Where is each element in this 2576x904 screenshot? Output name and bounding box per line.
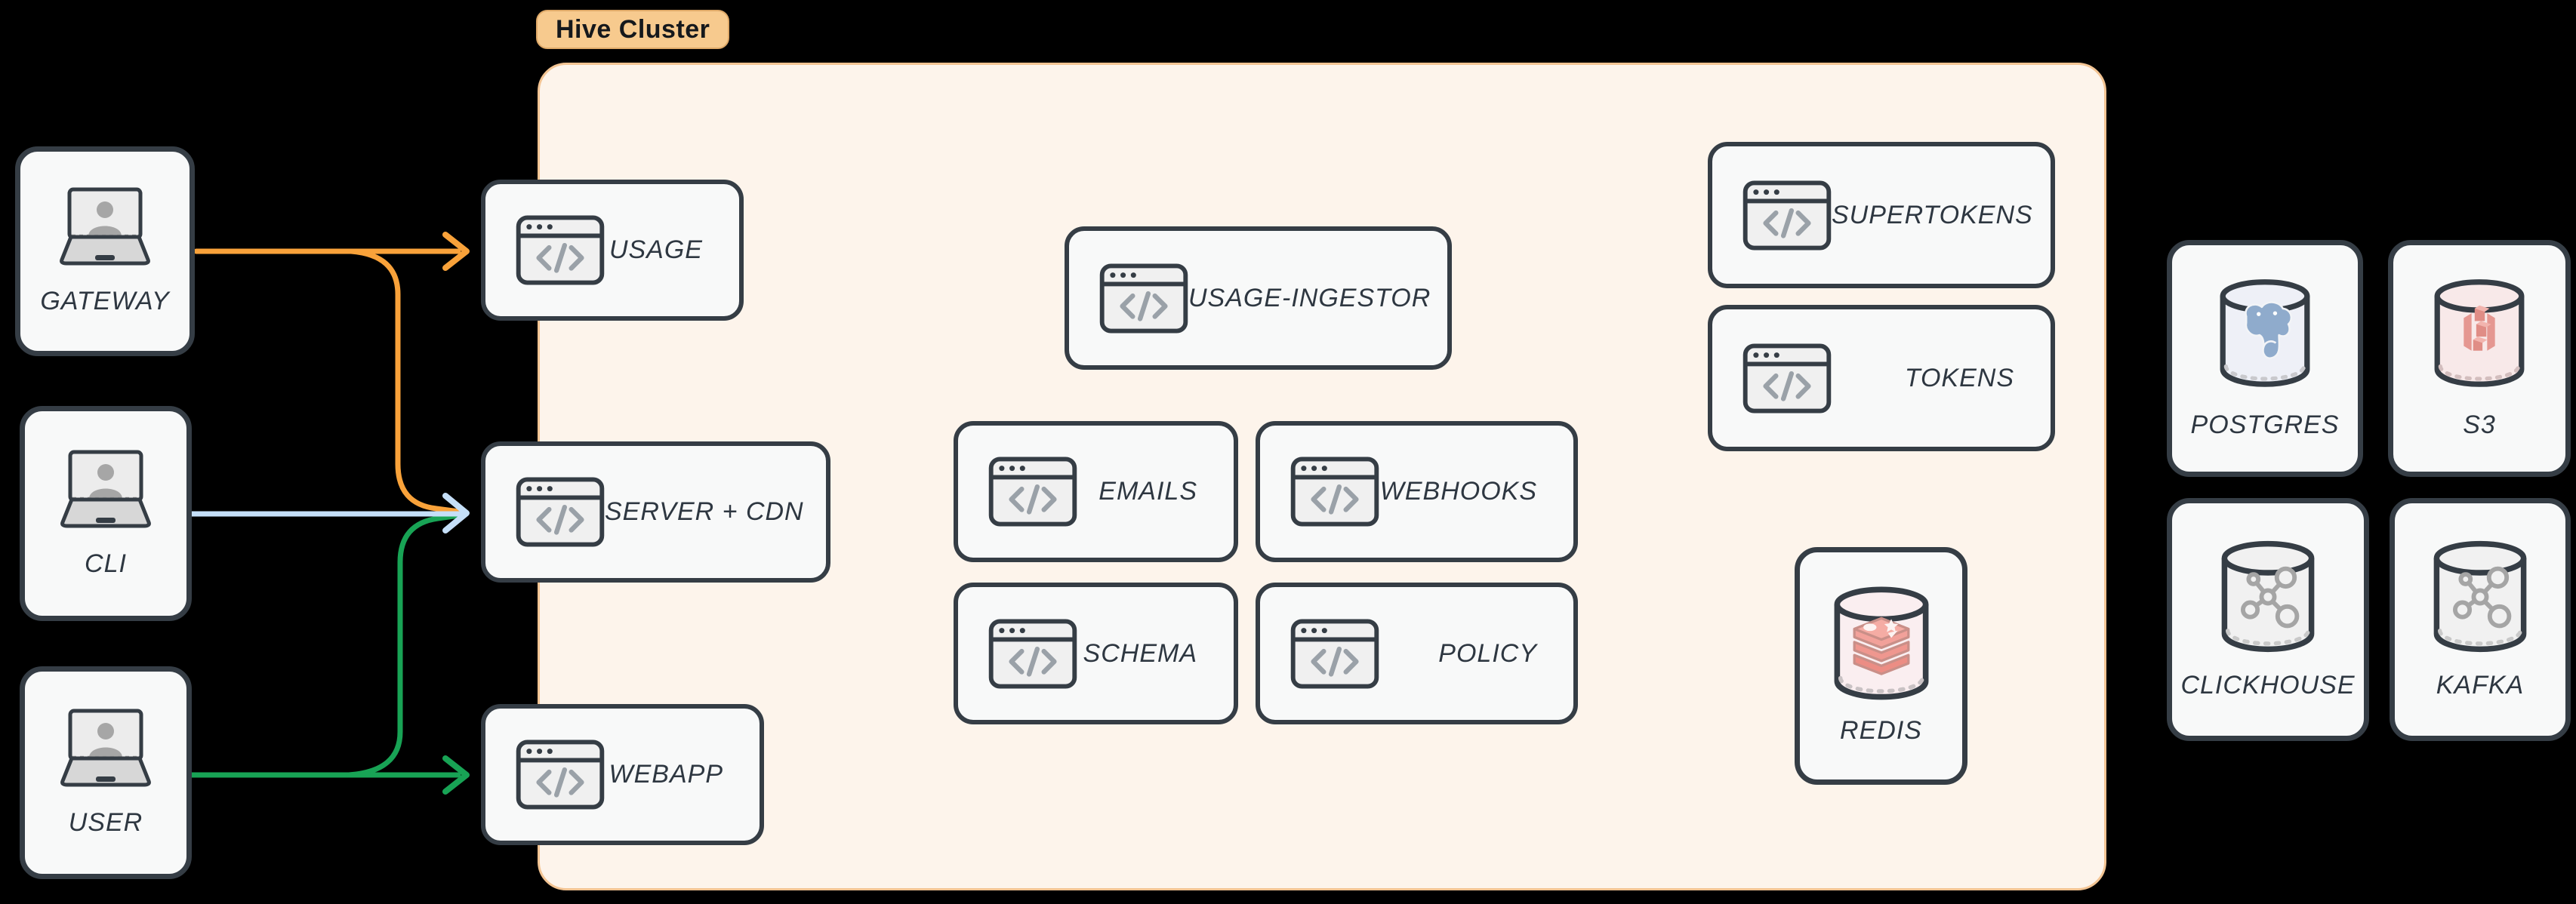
arrowhead-webapp bbox=[442, 755, 470, 795]
laptop-user-icon bbox=[60, 187, 150, 266]
node-redis: REDIS bbox=[1795, 547, 1967, 785]
node-policy: POLICY bbox=[1256, 583, 1578, 724]
node-label: USAGE bbox=[609, 235, 703, 264]
edge-cli-group bbox=[189, 493, 470, 533]
node-server-cdn: SERVER + CDN bbox=[481, 441, 830, 583]
node-clickhouse: CLICKHOUSE bbox=[2167, 498, 2369, 741]
laptop-user-icon bbox=[60, 450, 151, 527]
node-webhooks: WEBHOOKS bbox=[1256, 421, 1578, 562]
node-gateway: GATEWAY bbox=[15, 146, 195, 356]
node-label: TOKENS bbox=[1904, 363, 2014, 392]
hive-cluster-label: Hive Cluster bbox=[556, 14, 710, 44]
node-label: GATEWAY bbox=[40, 287, 170, 315]
node-tokens: TOKENS bbox=[1708, 305, 2055, 451]
code-window-icon bbox=[516, 477, 605, 547]
node-webapp: WEBAPP bbox=[481, 704, 764, 845]
node-label: USAGE-INGESTOR bbox=[1188, 283, 1431, 312]
code-window-icon bbox=[988, 457, 1077, 527]
code-window-icon bbox=[516, 739, 605, 810]
node-user: USER bbox=[20, 666, 192, 879]
arrowhead-usage bbox=[442, 232, 470, 271]
laptop-user-icon bbox=[60, 709, 151, 787]
kafka-db-icon bbox=[2433, 540, 2527, 652]
node-label: CLICKHOUSE bbox=[2180, 670, 2356, 700]
node-label: WEBHOOKS bbox=[1379, 477, 1537, 506]
node-usage: USAGE bbox=[481, 180, 744, 321]
node-postgres: POSTGRES bbox=[2167, 240, 2363, 477]
node-label: USER bbox=[68, 808, 143, 837]
edge-user-server-cdn bbox=[346, 512, 462, 778]
code-window-icon bbox=[1290, 618, 1379, 689]
node-label: SUPERTOKENS bbox=[1832, 200, 2033, 229]
node-label: POLICY bbox=[1438, 638, 1537, 668]
node-s3: S3 bbox=[2388, 240, 2571, 477]
node-label: CLI bbox=[85, 549, 127, 578]
node-emails: EMAILS bbox=[954, 421, 1238, 562]
node-usage-ingestor: USAGE-INGESTOR bbox=[1065, 226, 1452, 370]
hive-cluster-badge: Hive Cluster bbox=[536, 10, 730, 49]
node-label: EMAILS bbox=[1098, 477, 1197, 506]
node-cli: CLI bbox=[20, 406, 192, 621]
node-supertokens: SUPERTOKENS bbox=[1708, 142, 2055, 288]
node-label: SCHEMA bbox=[1083, 638, 1197, 668]
node-kafka: KAFKA bbox=[2390, 498, 2571, 741]
node-label: S3 bbox=[2463, 410, 2496, 439]
node-schema: SCHEMA bbox=[954, 583, 1238, 724]
s3-db-icon bbox=[2434, 278, 2525, 387]
code-window-icon bbox=[1290, 457, 1379, 527]
code-window-icon bbox=[1742, 343, 1832, 414]
edge-gateway-group bbox=[193, 232, 470, 515]
arrowhead-server-cdn bbox=[442, 493, 470, 533]
node-label: POSTGRES bbox=[2190, 410, 2340, 439]
node-label: REDIS bbox=[1840, 716, 1922, 745]
code-window-icon bbox=[516, 215, 605, 285]
clickhouse-db-icon bbox=[2221, 540, 2315, 652]
node-label: WEBAPP bbox=[609, 760, 723, 789]
edge-user-group bbox=[189, 512, 470, 795]
code-window-icon bbox=[988, 618, 1077, 689]
code-window-icon bbox=[1742, 180, 1832, 251]
redis-db-icon bbox=[1834, 586, 1928, 700]
code-window-icon bbox=[1099, 263, 1188, 334]
node-label: KAFKA bbox=[2436, 670, 2525, 700]
edge-gateway-server-cdn bbox=[348, 248, 462, 515]
node-label: SERVER + CDN bbox=[605, 497, 804, 526]
postgres-db-icon bbox=[2220, 278, 2310, 387]
